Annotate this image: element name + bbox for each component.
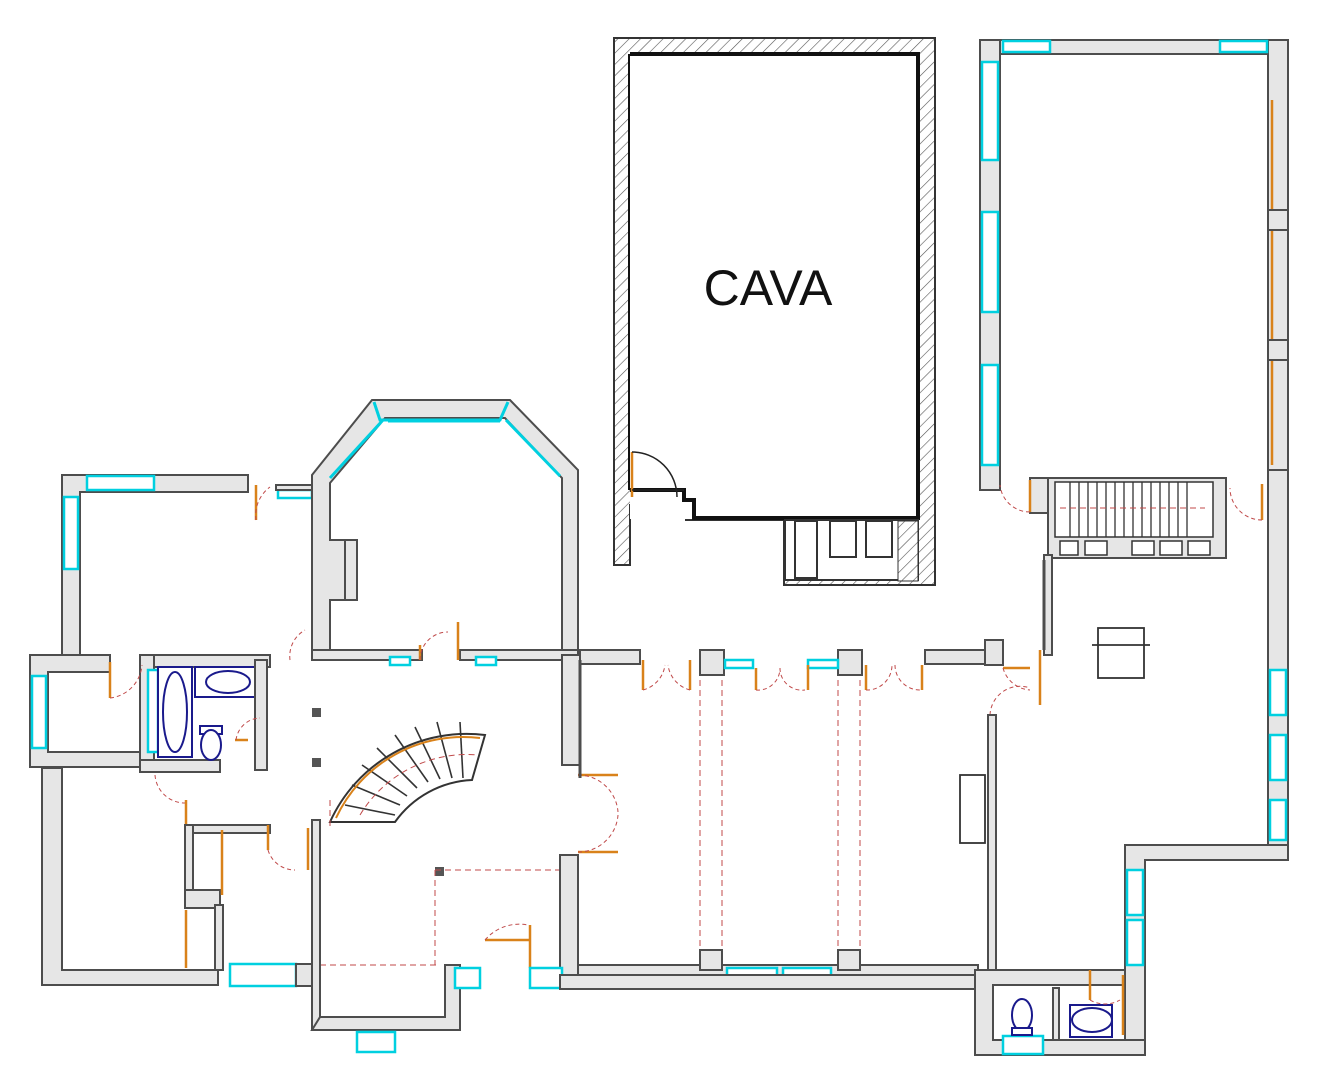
left-wing [29, 474, 319, 988]
room-label-cava: CAVA [704, 260, 833, 316]
cava-room: CAVA [613, 37, 936, 586]
right-wing [979, 39, 1289, 1041]
tower-room [289, 399, 579, 667]
corridor-rooms [559, 639, 1042, 990]
central-hall [310, 654, 619, 1054]
wc-room [974, 969, 1146, 1056]
wall-connectors [578, 560, 1046, 778]
